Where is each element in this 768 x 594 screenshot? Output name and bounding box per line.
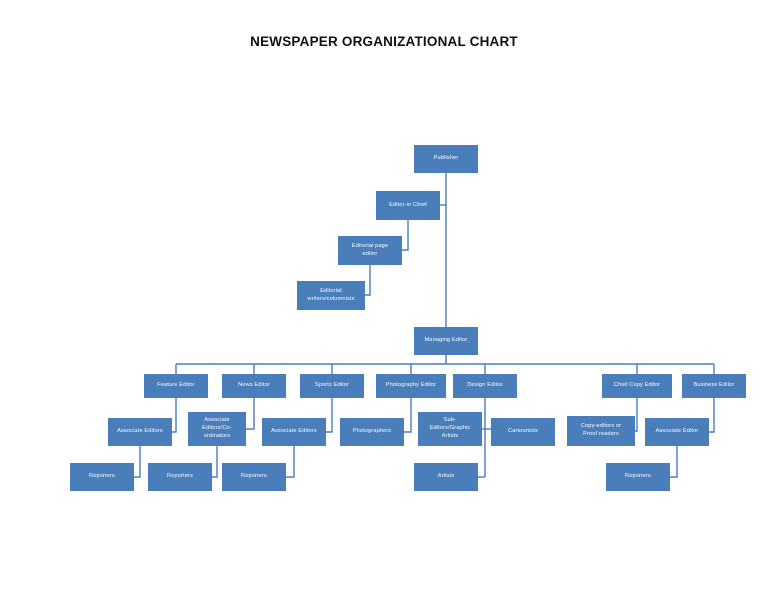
org-node-photography-editor[interactable]: Photography Editor — [376, 374, 446, 398]
org-node-photographers[interactable]: Photographers — [340, 418, 404, 446]
org-node-label: Reporters — [625, 473, 651, 480]
org-node-label: Associate Editor — [655, 428, 699, 435]
org-node-label: Reporters — [241, 473, 267, 480]
org-node-news-editor[interactable]: News Editor — [222, 374, 286, 398]
org-node-managing-editor[interactable]: Managing Editor — [414, 327, 478, 355]
org-node-label: Associate Editors — [117, 428, 163, 435]
org-node-reporters-4[interactable]: Reporters — [606, 463, 670, 491]
org-node-artists[interactable]: Artists — [414, 463, 478, 491]
org-node-cartoonists[interactable]: Cartoonists — [491, 418, 555, 446]
page-title: NEWSPAPER ORGANIZATIONAL CHART — [250, 34, 518, 49]
org-node-associate-editors-co[interactable]: Associate Editors/Co- ordinators — [188, 412, 246, 446]
org-node-editorial-page-editor[interactable]: Editorial page editor — [338, 236, 402, 265]
org-node-label: Sub- Editors/Graphic Artists — [429, 417, 471, 439]
org-node-label: Feature Editor — [157, 382, 195, 389]
org-node-label: Publisher — [433, 155, 459, 162]
org-node-label: Editorial writers/columnists — [307, 287, 355, 302]
org-node-label: Design Editor — [467, 382, 503, 389]
org-node-editorial-writers[interactable]: Editorial writers/columnists — [297, 281, 365, 310]
org-node-reporters-1[interactable]: Reporters — [70, 463, 134, 491]
org-node-sub-editors-graphic[interactable]: Sub- Editors/Graphic Artists — [418, 412, 482, 446]
org-node-feature-editor[interactable]: Feature Editor — [144, 374, 208, 398]
org-node-label: News Editor — [238, 382, 270, 389]
org-node-label: Chief Copy Editor — [613, 382, 661, 389]
org-node-label: Business Editor — [693, 382, 735, 389]
org-node-label: Photographers — [352, 428, 392, 435]
org-node-reporters-3[interactable]: Reporters — [222, 463, 286, 491]
org-node-label: Sports Editor — [314, 382, 350, 389]
org-node-editor-in-chief[interactable]: Editor-in Chief — [376, 191, 440, 220]
org-node-label: Reporters — [89, 473, 115, 480]
org-node-label: Managing Editor — [424, 337, 468, 344]
org-node-associate-editors-2[interactable]: Associate Editors — [262, 418, 326, 446]
org-node-label: Photography Editor — [385, 382, 437, 389]
org-node-label: Associate Editors — [271, 428, 317, 435]
org-node-label: Cartoonists — [508, 428, 538, 435]
org-node-label: Associate Editors/Co- ordinators — [202, 417, 232, 439]
org-node-associate-editor-3[interactable]: Associate Editor — [645, 418, 709, 446]
org-node-chief-copy-editor[interactable]: Chief Copy Editor — [602, 374, 672, 398]
org-node-label: Copy-editors or Proof readers — [580, 423, 622, 437]
org-node-label: Editor-in Chief — [389, 201, 427, 208]
org-node-label: Editorial page editor — [351, 242, 389, 257]
org-node-label: Reporters — [167, 473, 193, 480]
org-node-copy-editors[interactable]: Copy-editors or Proof readers — [567, 416, 635, 446]
org-node-business-editor[interactable]: Business Editor — [682, 374, 746, 398]
org-node-design-editor[interactable]: Design Editor — [453, 374, 517, 398]
org-node-sports-editor[interactable]: Sports Editor — [300, 374, 364, 398]
org-node-publisher[interactable]: Publisher — [414, 145, 478, 173]
org-node-reporters-2[interactable]: Reporters — [148, 463, 212, 491]
org-node-label: Artists — [437, 473, 455, 480]
org-node-associate-editors-1[interactable]: Associate Editors — [108, 418, 172, 446]
